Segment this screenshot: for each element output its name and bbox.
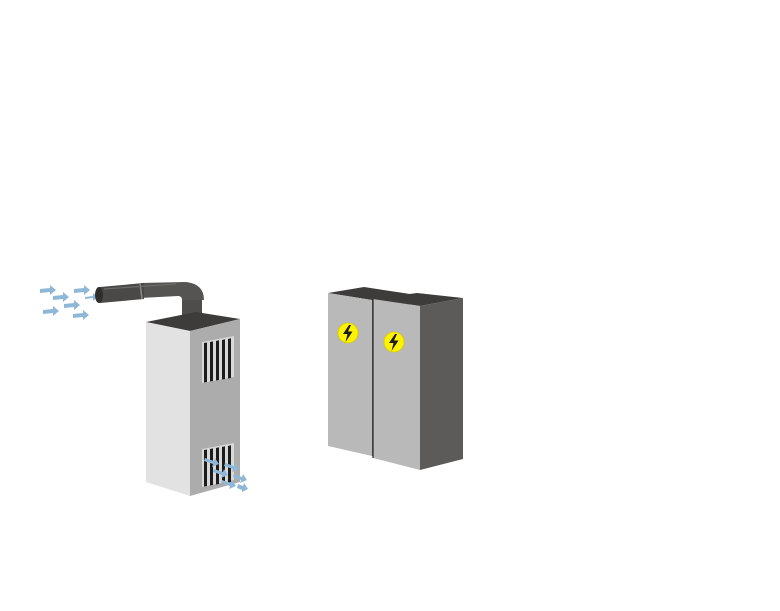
airflow-outlet-arrows-icon (204, 458, 248, 492)
air-handler-top (146, 312, 240, 331)
air-handler-unit-icon (40, 282, 248, 496)
electrical-cabinet-right (372, 293, 463, 470)
upper-vent-grille (202, 336, 234, 383)
lightning-bolt-icon (337, 322, 359, 344)
lightning-bolt-icon (383, 331, 405, 353)
airflow-intake-arrows-icon (40, 285, 98, 320)
air-handler-front (146, 322, 190, 496)
